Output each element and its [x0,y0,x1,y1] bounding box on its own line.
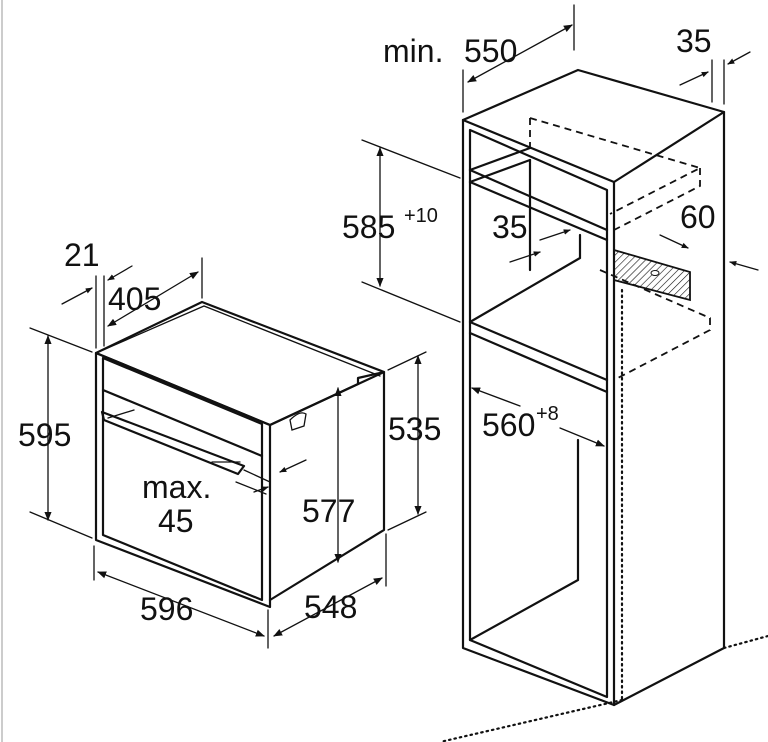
label-oven-depth: 548 [304,589,357,625]
label-front-offset: 21 [64,237,100,273]
label-top-depth: 405 [108,281,161,317]
dashed-niche-bottom [599,168,711,381]
dim-line-45-a [253,486,269,493]
oven-dimensions [29,257,427,649]
label-inner-height: 577 [302,493,355,529]
dim-line-35-right [727,51,751,65]
dim-line-35-left [679,71,709,86]
label-body-height: 535 [388,411,441,447]
label-max-value: 45 [158,503,194,539]
dim-line-35-vent-a [539,229,571,241]
upper-shelf-back [468,146,532,184]
dim-line-596 [97,571,265,637]
vent-hole [650,270,660,276]
oven-side [268,370,386,602]
cabinet-top [461,68,726,184]
dim-line-21-a [61,287,93,305]
oven-top-edge [102,305,381,377]
dim-line-548 [273,577,383,637]
label-rear-gap: 35 [676,23,712,59]
dim-line-35-vent-b [509,251,541,263]
label-oven-height: 595 [18,417,71,453]
oven-front [94,351,272,609]
label-max: max. [142,469,211,505]
label-vent-height: 60 [680,199,716,235]
dim-line-560-right [559,427,605,447]
dotted-floor [438,698,624,742]
label-niche-depth: 550 [464,33,517,69]
label-oven-width: 596 [140,591,193,627]
dotted-bottom-right [722,634,768,650]
label-vent-depth: 35 [492,209,528,245]
dim-line-550 [467,24,573,83]
label-niche-height: 585 [342,209,395,245]
cabinet [438,68,768,742]
cabinet-front-inner [468,128,609,699]
dim-line-405 [107,271,199,327]
label-niche-width: 560 [482,407,535,443]
oven-handle [100,410,246,476]
oven-side-clip [289,412,307,431]
dim-line-60-a [659,234,689,249]
label-niche-height-tol: +10 [404,205,438,227]
label-min: min. [383,33,443,69]
niche-left-wall [468,233,609,394]
upper-shelf-front [468,168,609,242]
oven-handle-bar [107,409,241,463]
control-panel-line [101,388,264,458]
lower-floor [468,438,580,642]
dim-line-45-b [279,459,307,473]
dim-line-21-b [107,265,133,281]
oven [94,300,386,609]
dim-line-560-left [471,387,521,407]
dimension-labels: min. 550 35 585 +10 35 60 560 +8 21 405 … [18,23,716,627]
dim-line-60-b [729,261,759,271]
dashed-shelf-top [529,117,703,215]
label-niche-width-tol: +8 [536,403,559,425]
cabinet-dimensions [361,4,759,447]
